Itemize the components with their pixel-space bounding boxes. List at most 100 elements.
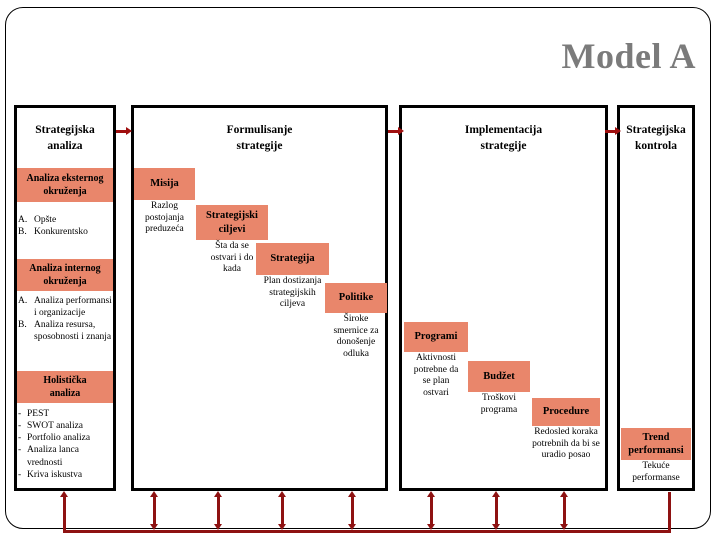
phase-column-implementacija-strategije[interactable]: Implementacija strategije: [399, 105, 608, 491]
phase4-title-line2: kontrola: [635, 140, 677, 152]
step-strategija[interactable]: Strategija Plan dostizanja strategijskih…: [256, 243, 329, 311]
list-item: B. Analiza resursa, sposobnosti i znanja: [18, 319, 112, 343]
step-budzet[interactable]: Budžet Troškovi programa: [468, 361, 530, 416]
desc-line: Troškovi: [482, 393, 516, 403]
cap-line: Strategijski: [206, 210, 258, 222]
step-politike[interactable]: Politike Široke smernice za donošenje od…: [325, 283, 387, 360]
list-item: -Portfolio analiza: [18, 432, 112, 444]
step-strategijski-ciljevi[interactable]: Strategijski ciljevi Šta da se ostvari i…: [196, 205, 268, 276]
step-budzet-description: Troškovi programa: [468, 392, 530, 416]
band-holisticka-analiza: Holistička analiza: [17, 371, 113, 403]
desc-line: postojanja: [144, 212, 185, 223]
list-text: PEST: [27, 409, 50, 419]
step-politike-caption: Politike: [325, 283, 387, 313]
step-misija[interactable]: Misija Razlog postojanja preduzeća: [134, 168, 195, 236]
phase3-title-line2: strategije: [480, 140, 527, 152]
phase2-title-line1: Formulisanje: [226, 124, 293, 137]
step-strategija-caption: Strategija: [256, 243, 329, 275]
desc-line: Široke: [343, 314, 369, 324]
list-item: -PEST: [18, 408, 112, 420]
step-procedure[interactable]: Procedure Redosled koraka potrebnih da b…: [532, 398, 600, 462]
list-marker: -: [18, 409, 22, 419]
feedback-line-left-riser: [63, 506, 66, 532]
phase-header-strategijska-kontrola: Strategijska kontrola: [620, 108, 692, 170]
list-text: Opšte: [34, 215, 57, 225]
desc-line: potrebne da: [413, 364, 459, 375]
step-strategijski-ciljevi-description: Šta da se ostvari i do kada: [196, 240, 268, 276]
step-programi-caption: Programi: [404, 322, 468, 352]
feedback-arrow-up-col1: [60, 491, 69, 509]
list-marker: -: [18, 445, 22, 456]
step-programi-description: Aktivnosti potrebne da se plan ostvari: [404, 352, 468, 399]
desc-line: performanse: [632, 472, 680, 483]
feedback-arrow-col3-c: [560, 491, 569, 530]
desc-line: smernice za: [333, 325, 379, 336]
step-misija-caption: Misija: [134, 168, 195, 200]
band3-line2: analiza: [49, 388, 81, 399]
list-text: Analiza performansi i organizacije: [34, 296, 112, 319]
step-trend-performansi-caption: Trend performansi: [621, 428, 691, 460]
flow-arrow-3-to-4: [605, 127, 621, 136]
page-title: Model A: [561, 36, 696, 76]
desc-line: kada: [223, 264, 241, 275]
feedback-line-right-riser: [668, 492, 671, 532]
step-procedure-caption: Procedure: [532, 398, 600, 426]
outer-frame: [5, 7, 711, 529]
desc-line: Razlog: [151, 201, 178, 211]
cap-line: ciljevi: [218, 223, 246, 235]
desc-line: programa: [480, 404, 518, 415]
list-text: Konkurentsko: [34, 227, 88, 238]
phase-column-strategijska-kontrola[interactable]: Strategijska kontrola: [617, 105, 695, 491]
list-item: B. Konkurentsko: [18, 226, 112, 238]
phase1-title-line1: Strategijska: [35, 124, 95, 137]
desc-line: Plan dostizanja: [263, 276, 322, 286]
feedback-arrow-col2-d: [348, 491, 357, 530]
feedback-arrow-col3-b: [492, 491, 501, 530]
list-interno: A. Analiza performansi i organizacije B. A…: [18, 295, 112, 344]
list-text: Analiza resursa, sposobnosti i znanja: [34, 320, 112, 343]
step-budzet-caption: Budžet: [468, 361, 530, 392]
list-marker: B.: [18, 227, 27, 238]
desc-line: potrebnih da bi se: [532, 438, 600, 449]
phase4-title-line1: Strategijska: [626, 124, 686, 137]
band2-line1: Analiza internog: [29, 263, 101, 274]
cap-line: Trend: [642, 431, 670, 443]
phase-header-implementacija-strategije: Implementacija strategije: [402, 108, 605, 170]
desc-line: odluka: [343, 348, 369, 359]
desc-line: ostvari: [423, 387, 449, 398]
desc-line: Aktivnosti: [415, 353, 457, 363]
step-trend-performansi-description: Tekuće performanse: [621, 460, 691, 484]
flow-arrow-2-to-3: [388, 127, 404, 136]
desc-line: preduzeća: [145, 224, 184, 235]
list-text: Kriva iskustva: [27, 469, 83, 480]
flow-arrow-1-to-2: [116, 127, 132, 136]
desc-line: strategijskih: [269, 287, 316, 298]
desc-line: Redosled koraka: [534, 427, 598, 437]
step-trend-performansi[interactable]: Trend performansi Tekuće performanse: [621, 428, 691, 484]
list-holisticka: -PEST -SWOT analiza -Portfolio analiza -…: [18, 408, 112, 481]
list-item: -Kriva iskustva: [18, 469, 112, 481]
list-marker: B.: [18, 320, 27, 331]
feedback-line-horizontal: [63, 530, 671, 533]
step-politike-description: Široke smernice za donošenje odluka: [325, 313, 387, 360]
desc-line: ostvari i do: [210, 252, 254, 263]
feedback-arrow-col2-b: [214, 491, 223, 530]
step-misija-description: Razlog postojanja preduzeća: [134, 200, 195, 236]
list-marker: A.: [18, 296, 28, 306]
band1-line1: Analiza eksternog: [26, 173, 104, 184]
band3-line1: Holistička: [43, 375, 87, 386]
list-eksterno: A. Opšte B. Konkurentsko: [18, 214, 112, 238]
step-programi[interactable]: Programi Aktivnosti potrebne da se plan …: [404, 322, 468, 399]
list-marker: -: [18, 421, 22, 432]
phase-header-strategijska-analiza: Strategijska analiza: [17, 108, 113, 170]
band-analiza-internog-okruzenja: Analiza internog okruženja: [17, 259, 113, 291]
band-analiza-eksternog-okruzenja: Analiza eksternog okruženja: [17, 168, 113, 202]
list-marker: -: [18, 469, 22, 480]
list-marker: A.: [18, 215, 28, 225]
desc-line: Šta da se: [215, 241, 249, 251]
phase1-title-line2: analiza: [47, 140, 83, 152]
desc-line: Tekuće: [642, 461, 670, 471]
feedback-arrow-col3-a: [427, 491, 436, 530]
step-strategija-description: Plan dostizanja strategijskih ciljeva: [256, 275, 329, 311]
